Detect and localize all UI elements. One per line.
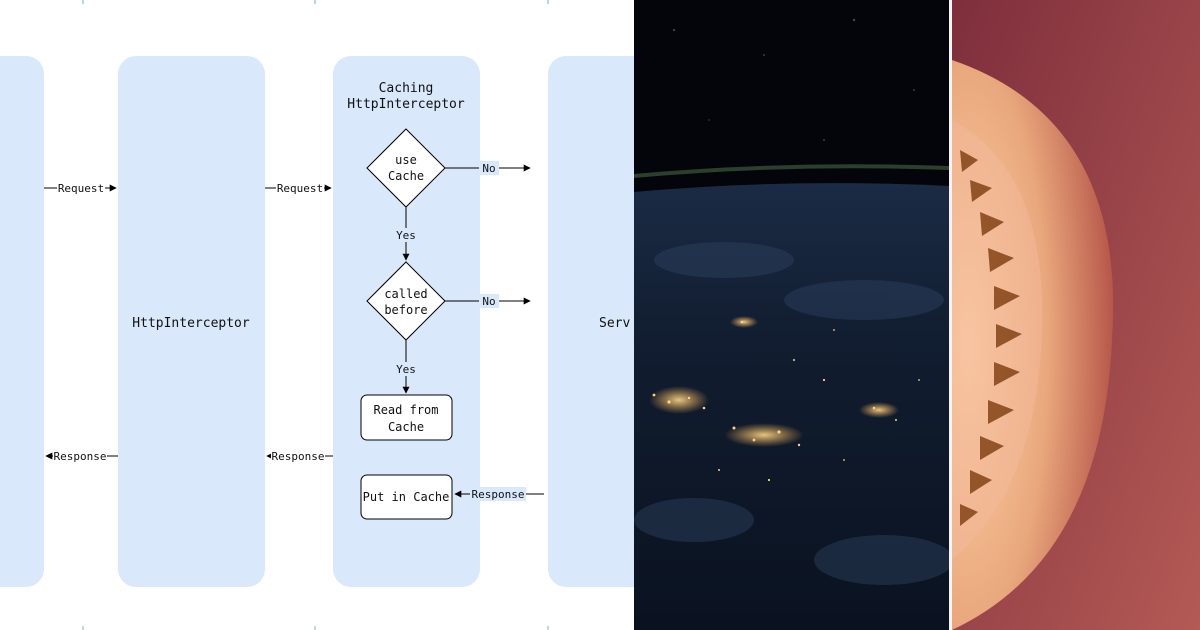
- atmosphere-glow: [634, 164, 949, 178]
- client-lane: [0, 56, 44, 587]
- response-label-3: Response: [472, 488, 525, 501]
- earth-night-image: [634, 0, 949, 630]
- read-from-cache-line2: Cache: [388, 420, 424, 434]
- caching-lane-title-line2: HttpInterceptor: [347, 97, 465, 112]
- caching-lane-title-line1: Caching: [379, 81, 434, 96]
- decision-called-before-line1: called: [384, 287, 427, 301]
- abstract-art-image: [952, 0, 1200, 630]
- panel-divider: [949, 0, 952, 630]
- response-arrow-3: Response: [454, 487, 544, 501]
- earth-surface: [634, 183, 949, 630]
- response-label-2: Response: [272, 450, 325, 463]
- response-arrow-2: Response: [266, 449, 333, 463]
- server-label: Serv: [599, 316, 630, 331]
- request-label-1: Request: [58, 182, 104, 195]
- put-in-cache-label: Put in Cache: [363, 490, 450, 504]
- yes-label-1: Yes: [396, 229, 416, 242]
- yes-label-2: Yes: [396, 363, 416, 376]
- request-arrow-2: Request: [265, 181, 332, 195]
- decision-called-before-line2: before: [384, 303, 427, 317]
- response-arrow-1: Response: [45, 449, 118, 463]
- decision-use-cache-line1: use: [395, 153, 417, 167]
- http-interceptor-lane: [118, 56, 265, 587]
- no-label-2: No: [482, 295, 495, 308]
- city-lights: [649, 316, 920, 482]
- decision-use-cache: use Cache: [366, 128, 446, 208]
- flow-diagram: HttpInterceptor Caching HttpInterceptor …: [0, 0, 634, 630]
- server-lane: [548, 56, 634, 587]
- no-label-1: No: [482, 162, 495, 175]
- no-arrow-2: No: [445, 294, 531, 308]
- top-edge-marks: [82, 0, 549, 4]
- art-ridges: [960, 150, 1022, 526]
- decision-use-cache-line2: Cache: [388, 169, 424, 183]
- read-from-cache-box: Read from Cache: [360, 394, 453, 441]
- stars: [673, 19, 915, 141]
- bottom-edge-marks: [82, 626, 549, 630]
- request-label-2: Request: [277, 182, 323, 195]
- flow-diagram-panel: HttpInterceptor Caching HttpInterceptor …: [0, 0, 634, 630]
- read-from-cache-line1: Read from: [373, 403, 438, 417]
- put-in-cache-box: Put in Cache: [360, 474, 453, 520]
- no-arrow-1: No: [445, 161, 531, 175]
- http-interceptor-label: HttpInterceptor: [132, 316, 250, 331]
- yes-arrow-2: Yes: [393, 340, 419, 394]
- decision-called-before: called before: [366, 261, 446, 341]
- response-label-1: Response: [54, 450, 107, 463]
- earth-night-photo: [634, 0, 949, 630]
- yes-arrow-1: Yes: [393, 207, 419, 261]
- abstract-art-photo: [952, 0, 1200, 630]
- request-arrow-1: Request: [44, 181, 117, 195]
- cloud-cover: [634, 242, 949, 585]
